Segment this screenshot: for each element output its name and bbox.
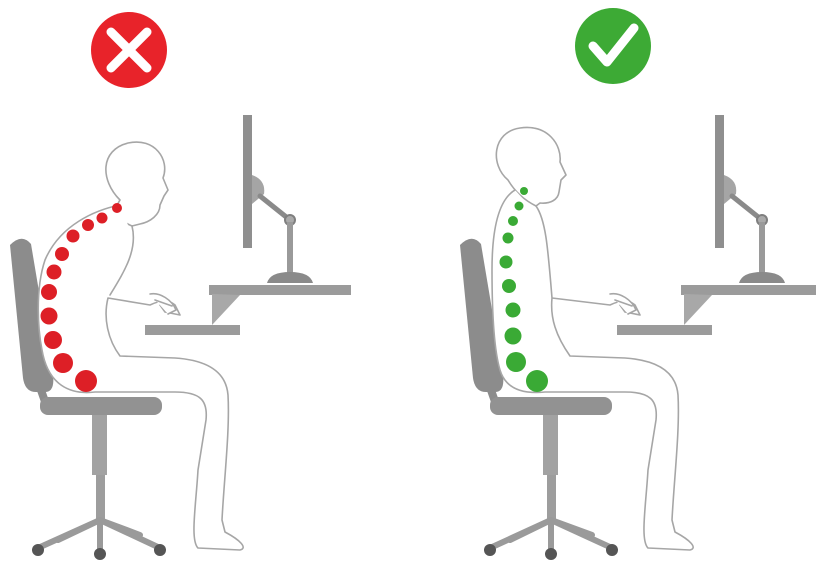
spine-incorrect-vertebra-11 xyxy=(75,370,97,392)
monitor xyxy=(243,115,313,283)
panel-correct-posture xyxy=(460,8,816,560)
spine-correct-vertebra-6 xyxy=(502,279,516,293)
spine-incorrect-vertebra-6 xyxy=(47,265,62,280)
spine-correct-vertebra-9 xyxy=(506,352,526,372)
monitor xyxy=(715,115,785,283)
spine-correct-vertebra-7 xyxy=(506,303,521,318)
spine-correct-vertebra-2 xyxy=(515,202,524,211)
spine-incorrect-vertebra-9 xyxy=(44,331,62,349)
check-mark-icon xyxy=(575,8,651,84)
spine-incorrect-vertebra-5 xyxy=(55,247,69,261)
spine-incorrect-vertebra-4 xyxy=(67,230,80,243)
spine-correct-vertebra-10 xyxy=(526,370,548,392)
spine-incorrect-vertebra-7 xyxy=(41,284,57,300)
spine-correct-vertebra-8 xyxy=(505,328,522,345)
spine-correct-vertebra-3 xyxy=(508,216,518,226)
spine-incorrect-vertebra-8 xyxy=(41,308,58,325)
desk xyxy=(617,285,816,335)
figure-slouching xyxy=(38,142,243,550)
spine-correct-vertebra-4 xyxy=(503,233,514,244)
spine-incorrect-vertebra-3 xyxy=(82,219,94,231)
x-mark-icon xyxy=(91,12,167,88)
spine-incorrect-vertebra-1 xyxy=(112,203,122,213)
spine-incorrect-vertebra-10 xyxy=(53,353,73,373)
panel-incorrect-posture xyxy=(10,12,351,560)
spine-correct-vertebra-1 xyxy=(520,187,528,195)
spine-correct-vertebra-5 xyxy=(500,256,513,269)
spine-incorrect-vertebra-2 xyxy=(97,213,108,224)
